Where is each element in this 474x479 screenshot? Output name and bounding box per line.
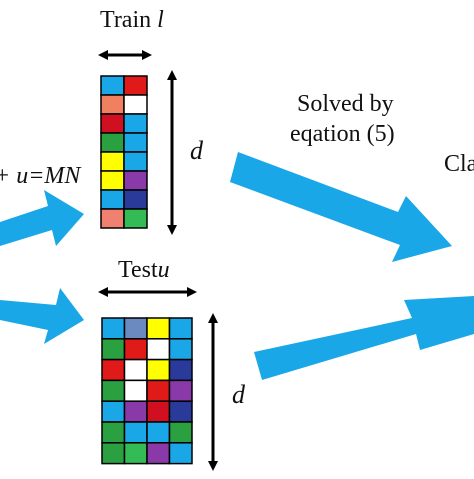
test-matrix-cell xyxy=(146,400,171,423)
classifier-label: Cla xyxy=(444,151,474,177)
test-matrix-cell xyxy=(168,358,193,382)
test-matrix-cell xyxy=(146,317,171,340)
test-matrix-cell xyxy=(146,421,171,444)
test-matrix-cell xyxy=(168,442,193,465)
solved-note: Solved by eqation (5) xyxy=(290,92,395,146)
train-label: Train l xyxy=(100,8,164,32)
test-matrix-cell xyxy=(101,358,126,382)
arrow-train-to-classifier xyxy=(230,152,452,262)
arrow-to-test xyxy=(0,288,84,344)
train-matrix-cell xyxy=(123,151,148,172)
test-matrix-cell xyxy=(101,421,126,444)
train-matrix-cell xyxy=(123,208,148,229)
total-size-formula: + u=MN xyxy=(0,163,81,189)
arrow-test-to-classifier xyxy=(254,296,474,380)
test-matrix-cell xyxy=(146,338,171,361)
arrow-to-train xyxy=(0,190,84,246)
test-matrix-cell xyxy=(168,379,193,402)
test-matrix-cell xyxy=(101,400,126,423)
test-matrix xyxy=(101,317,193,465)
train-matrix-cell xyxy=(123,189,148,210)
test-matrix-cell xyxy=(101,338,126,361)
test-matrix-cell xyxy=(123,379,148,402)
train-matrix-cell xyxy=(100,75,125,96)
test-matrix-cell xyxy=(168,338,193,361)
test-matrix-cell xyxy=(123,338,148,361)
train-height-label: d xyxy=(190,136,203,165)
test-var: u xyxy=(157,257,170,283)
train-matrix-cell xyxy=(100,132,125,153)
train-matrix-cell xyxy=(100,94,125,115)
test-word: Test xyxy=(118,257,158,283)
test-matrix-cell xyxy=(123,400,148,423)
train-matrix-cell xyxy=(100,208,125,229)
train-matrix-cell xyxy=(100,113,125,134)
test-label: Testu xyxy=(118,258,170,282)
train-matrix-cell xyxy=(123,94,148,115)
test-matrix-cell xyxy=(123,317,148,340)
train-matrix-cell xyxy=(123,75,148,96)
train-matrix-cell xyxy=(123,132,148,153)
test-height-label: d xyxy=(232,380,245,409)
train-var: l xyxy=(157,7,164,33)
test-matrix-cell xyxy=(123,358,148,382)
test-matrix-cell xyxy=(168,421,193,444)
test-matrix-cell xyxy=(101,442,126,465)
test-matrix-cell xyxy=(146,442,171,465)
train-matrix-cell xyxy=(100,170,125,191)
test-matrix-cell xyxy=(146,379,171,402)
train-matrix xyxy=(100,75,148,229)
train-matrix-cell xyxy=(100,151,125,172)
solved-line-2: eqation (5) xyxy=(290,121,395,147)
test-matrix-cell xyxy=(101,379,126,402)
test-matrix-cell xyxy=(123,421,148,444)
train-matrix-cell xyxy=(123,113,148,134)
test-matrix-cell xyxy=(123,442,148,465)
test-matrix-cell xyxy=(168,317,193,340)
train-matrix-cell xyxy=(100,189,125,210)
train-matrix-cell xyxy=(123,170,148,191)
test-matrix-cell xyxy=(101,317,126,340)
solved-line-1: Solved by xyxy=(296,91,394,117)
test-matrix-cell xyxy=(146,358,171,382)
test-matrix-cell xyxy=(168,400,193,423)
train-word: Train xyxy=(100,7,152,33)
